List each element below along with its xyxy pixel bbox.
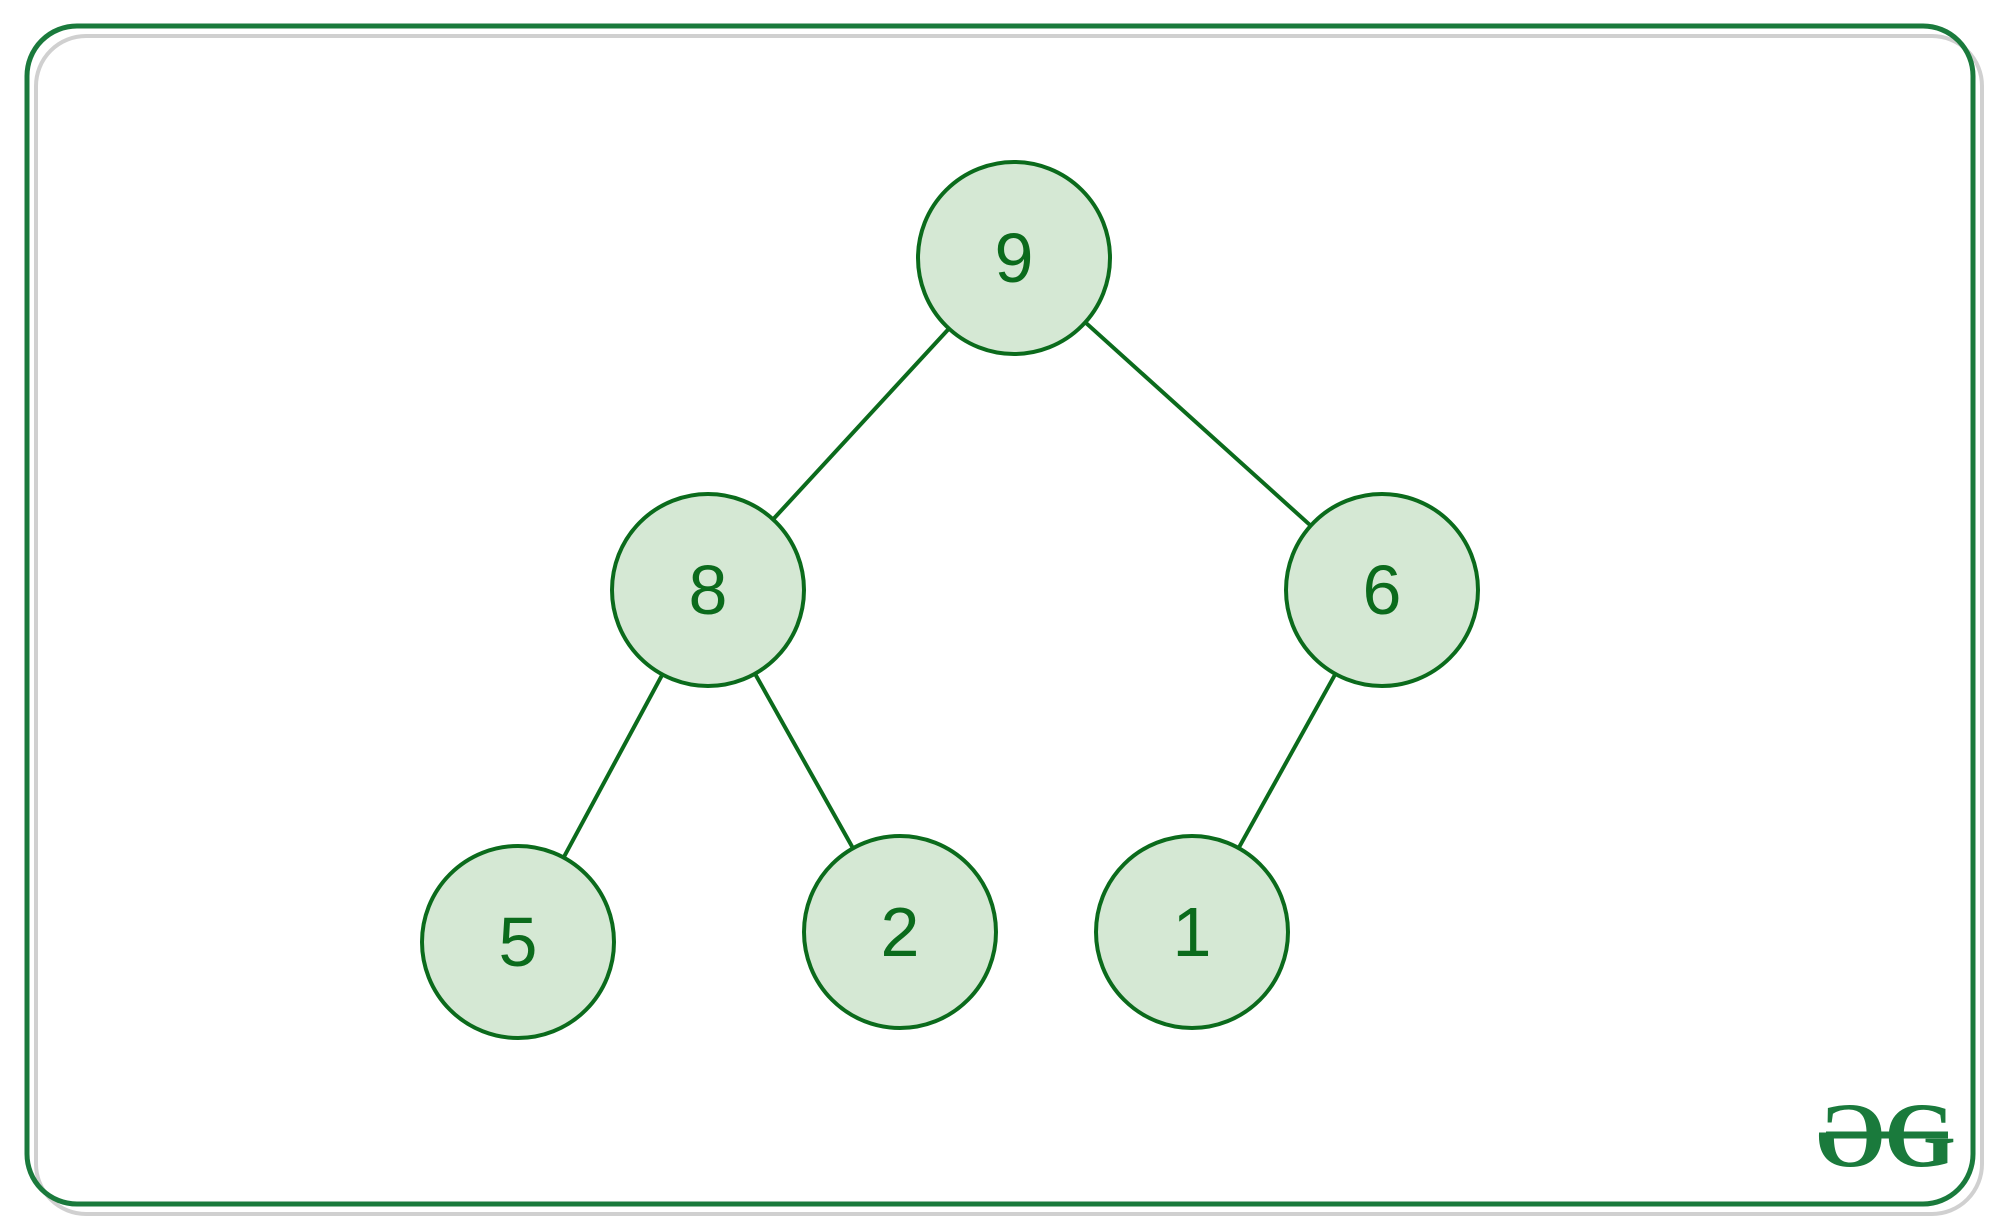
tree-node-label: 1 xyxy=(1173,893,1212,971)
tree-node-2: 2 xyxy=(802,834,998,1030)
tree-edge-n9-n6 xyxy=(1083,320,1313,528)
tree-edge-n6-n1 xyxy=(1236,672,1338,850)
tree-node-label: 8 xyxy=(689,551,728,629)
tree-node-label: 5 xyxy=(499,903,538,981)
tree-node-8: 8 xyxy=(610,492,806,688)
tree-node-circle xyxy=(802,834,998,1030)
tree-node-circle xyxy=(1284,492,1480,688)
tree-edge-n8-n5 xyxy=(561,673,665,859)
tree-node-circle xyxy=(1094,834,1290,1030)
tree-node-circle xyxy=(420,844,616,1040)
tree-edges xyxy=(561,320,1338,859)
tree-edge-n8-n2 xyxy=(753,672,855,850)
tree-node-label: 6 xyxy=(1363,551,1402,629)
tree-node-label: 2 xyxy=(881,893,920,971)
tree-nodes: 9 8 6 5 2 1 xyxy=(420,160,1480,1040)
tree-node-label: 9 xyxy=(995,219,1034,297)
geeksforgeeks-logo-icon: ƏG xyxy=(1816,1084,1956,1186)
tree-node-circle xyxy=(610,492,806,688)
tree-node-9: 9 xyxy=(916,160,1112,356)
tree-node-circle xyxy=(916,160,1112,356)
tree-edge-n9-n8 xyxy=(771,327,951,521)
diagram-frame xyxy=(24,23,1976,1207)
tree-node-1: 1 xyxy=(1094,834,1290,1030)
tree-node-5: 5 xyxy=(420,844,616,1040)
tree-node-6: 6 xyxy=(1284,492,1480,688)
frame-shadow xyxy=(34,34,1984,1216)
